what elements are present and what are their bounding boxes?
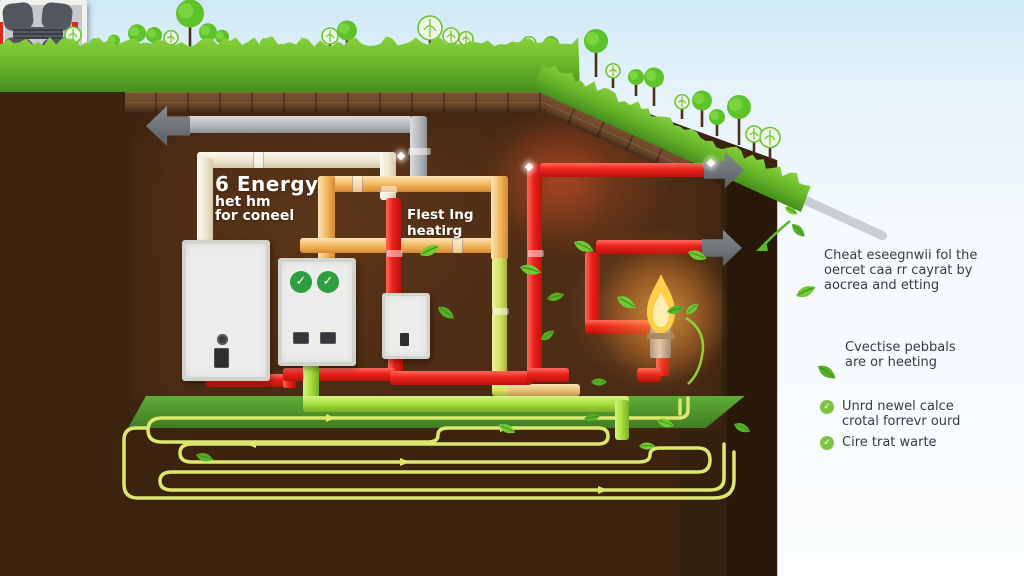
note-line: Cvectise pebbals — [845, 340, 956, 355]
green-eco-pipe — [615, 400, 629, 440]
note-line: are or heeting — [845, 355, 938, 370]
pipe-joint — [253, 152, 264, 168]
list-item-line: crotal forrevr ourd — [842, 414, 961, 429]
warm-glow — [488, 118, 618, 248]
annotation-note: Cvectise pebbals are or heeting — [845, 340, 985, 370]
annotation-note: Cheat eseegnwii fol the oercet caa rr ca… — [824, 248, 984, 293]
pipe-joint — [352, 176, 363, 192]
note-line: Cheat eseegnwii fol the — [824, 248, 978, 263]
heating-label-line: heatirg — [407, 222, 463, 239]
list-item-line: Unrd newel calce — [842, 399, 954, 414]
heating-label: Flest Ing heatirg — [407, 207, 474, 239]
panel-label — [400, 333, 409, 346]
tree-icon — [727, 95, 751, 145]
note-line: aocrea and etting — [824, 278, 940, 293]
tree-outline-icon — [605, 62, 621, 88]
boiler-knob-icon — [217, 334, 228, 345]
green-eco-pipe — [303, 357, 319, 403]
red-hot-water-pipe — [386, 198, 401, 296]
grass-strip — [0, 36, 580, 92]
red-hot-water-pipe — [540, 163, 712, 177]
pipe-joint — [527, 250, 544, 257]
fan-port — [0, 22, 3, 44]
red-hot-water-pipe — [527, 368, 569, 382]
red-hot-water-pipe — [390, 371, 532, 385]
check-circle-icon: ✓ — [820, 436, 834, 450]
tan-pipe — [508, 384, 580, 396]
tree-icon — [692, 90, 712, 127]
tree-icon — [584, 29, 608, 77]
red-hot-water-pipe — [283, 368, 395, 381]
note-line: oercet caa rr cayrat by — [824, 263, 973, 278]
pipe-joint — [380, 186, 398, 193]
control-button — [320, 332, 336, 344]
orange-heat-pipe — [300, 238, 508, 253]
tree-icon — [644, 67, 664, 106]
list-item: ✓ Cire trat warte — [820, 435, 990, 450]
title-block: 6 Energy het hm for coneel — [215, 174, 319, 224]
tree-outline-icon — [674, 93, 690, 119]
pipe-joint — [452, 238, 463, 253]
check-circle-icon: ✓ — [820, 400, 834, 414]
leaf-icon — [818, 365, 836, 379]
tree-icon — [709, 109, 725, 136]
control-button — [293, 332, 309, 344]
soil-edge-band — [727, 158, 777, 576]
title-line: for coneel — [215, 208, 295, 225]
control-unit: ✓ ✓ — [278, 258, 356, 366]
green-eco-pipe — [303, 396, 629, 412]
orange-heat-pipe — [318, 176, 508, 192]
leaf-icon — [792, 224, 805, 237]
check-circle-icon: ✓ — [290, 271, 312, 293]
list-item: ✓ Unrd newel calce crotal forrevr ourd — [820, 399, 990, 429]
tree-outline-icon — [745, 125, 763, 153]
heating-label-line: Flest Ing — [407, 207, 474, 223]
check-circle-icon: ✓ — [317, 271, 339, 293]
small-panel-unit — [382, 293, 430, 359]
list-item-line: Cire trat warte — [842, 435, 937, 450]
boiler-unit — [182, 240, 270, 381]
pipe-joint — [492, 308, 509, 315]
white-supply-pipe — [197, 158, 213, 242]
yellow-green-pipe — [492, 258, 507, 392]
white-supply-pipe — [197, 152, 395, 168]
orange-heat-pipe — [491, 176, 508, 260]
fan-vent — [13, 27, 63, 39]
tree-icon — [628, 69, 644, 96]
boiler-display — [214, 348, 229, 368]
flame-glow — [594, 246, 732, 384]
pipe-joint — [386, 250, 403, 257]
red-hot-water-pipe — [527, 163, 542, 375]
pipe-joint — [408, 148, 431, 155]
gray-exhaust-pipe — [186, 116, 412, 133]
title-line: het hm — [215, 193, 271, 210]
leaf-icon — [796, 286, 816, 298]
title-line: 6 Energy — [215, 172, 319, 196]
benefit-list: ✓ Unrd newel calce crotal forrevr ourd ✓… — [820, 399, 990, 456]
